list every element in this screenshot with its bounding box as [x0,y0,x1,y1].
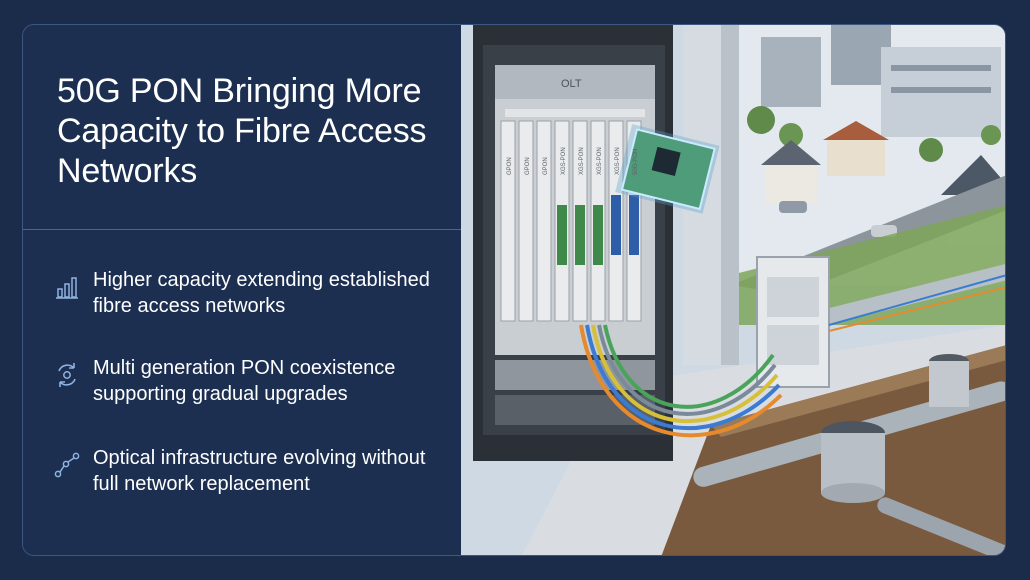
card-label: 50G-PON [633,149,639,175]
feature-text: Multi generation PON coexistence support… [93,357,396,405]
bar-chart-icon [56,277,78,299]
slide-card: 50G PON Bringing More Capacity to Fibre … [22,24,1006,556]
text-panel: 50G PON Bringing More Capacity to Fibre … [23,25,461,555]
card-label: GPON [507,157,513,175]
card-label: XGS-PON [615,147,621,175]
card-label: XGS-PON [579,147,585,175]
feature-text: Higher capacity extending established fi… [93,269,430,317]
feature-item-infrastructure: Optical infrastructure evolving without … [53,445,453,497]
feature-text: Optical infrastructure evolving without … [93,447,426,495]
feature-item-coexistence: Multi generation PON coexistence support… [53,355,453,407]
card-label: XGS-PON [597,147,603,175]
cycle-arrows-icon [58,363,76,387]
network-link-icon [54,452,80,478]
card-label: XGS-PON [561,147,567,175]
card-label: GPON [543,157,549,175]
feature-item-capacity: Higher capacity extending established fi… [53,267,453,319]
olt-label: OLT [561,78,582,90]
card-label: GPON [525,157,531,175]
divider [23,229,461,230]
illustration-panel: OLT GPON GPON GPON XGS-PON XGS-PON XGS-P… [461,25,1005,555]
olt-fibre-illustration: OLT GPON GPON GPON XGS-PON XGS-PON XGS-P… [461,25,1005,555]
slide-title: 50G PON Bringing More Capacity to Fibre … [57,72,427,190]
